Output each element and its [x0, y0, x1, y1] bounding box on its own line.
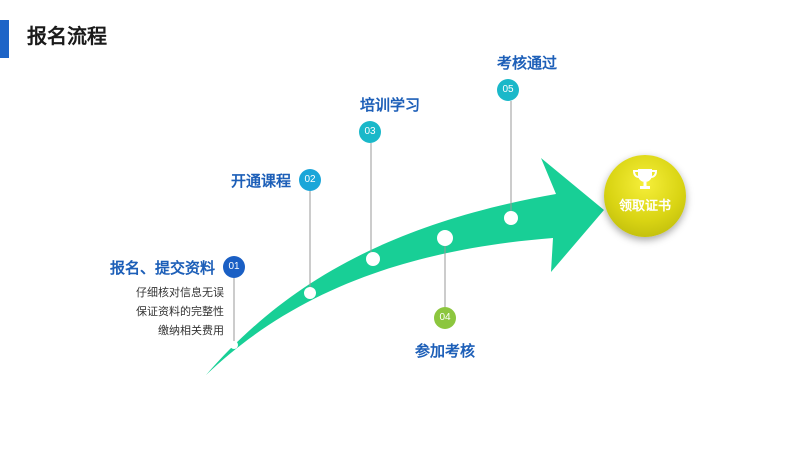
step-01-label: 报名、提交资料: [110, 259, 216, 277]
arrow-dot-04: [437, 230, 453, 246]
step-05-label: 考核通过: [497, 54, 558, 72]
step-05-badge: 05: [497, 79, 519, 101]
note-item: 保证资料的完整性: [136, 305, 224, 318]
progress-arrow: [206, 158, 604, 375]
step-04-badge: 04: [434, 307, 456, 329]
arrow-dot-01: [230, 341, 238, 349]
arrow-dot-03: [366, 252, 380, 266]
arrow-dot-02: [304, 287, 316, 299]
title-accent-bar: [0, 20, 9, 58]
award-label: 领取证书: [618, 199, 671, 214]
note-item: 仔细核对信息无误: [136, 286, 224, 299]
arrow-dot-05: [504, 211, 518, 225]
step-03-badge: 03: [359, 121, 381, 143]
trophy-icon: [632, 169, 658, 189]
step-01-badge: 01: [223, 256, 245, 278]
step-04-label: 参加考核: [415, 342, 476, 360]
note-item: 缴纳相关费用: [158, 324, 224, 337]
page-title: 报名流程: [27, 24, 107, 48]
step-03-label: 培训学习: [360, 96, 421, 114]
step-01-notes: 仔细核对信息无误 保证资料的完整性 缴纳相关费用: [124, 283, 224, 340]
step-02-badge: 02: [299, 169, 321, 191]
step-02-label: 开通课程: [231, 172, 292, 190]
award-circle: 领取证书: [604, 155, 686, 237]
